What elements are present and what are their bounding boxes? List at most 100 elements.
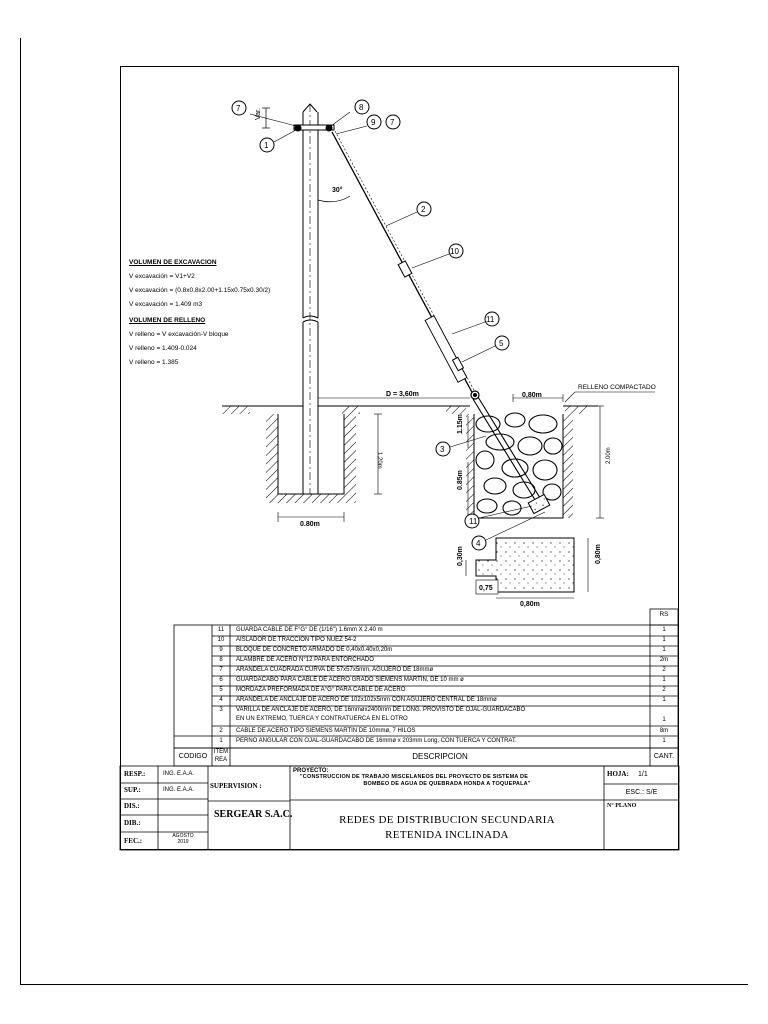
excavation-notes: VOLUMEN DE EXCAVACION V excavación = V1+… [129, 256, 270, 312]
callout-8: 9 [371, 118, 376, 127]
row-item: 6 [219, 677, 223, 683]
row-item: 4 [219, 697, 223, 703]
excavation-line-2: V excavación = (0.8x0.8x2.00+1.15x0.75x0… [129, 287, 271, 294]
row-desc: ARANDELA DE ANCLAJE DE ACERO DE 102x102x… [236, 697, 497, 703]
row-qty: 2m [659, 657, 669, 663]
row-item: 9 [219, 647, 223, 653]
row-desc: VARILLA DE ANCLAJE DE ACERO, DE 16mmøx24… [236, 707, 526, 713]
excavation-title: VOLUMEN DE EXCAVACION [129, 259, 217, 266]
row-qty: 1 [662, 738, 666, 744]
callout-2: 2 [421, 205, 426, 214]
callout-9: 11 [469, 517, 478, 526]
row-item: 8 [219, 657, 223, 663]
anchor-rod [472, 396, 546, 509]
fec-label: FEC.: [124, 837, 143, 845]
row-desc: CABLE DE ACERO TIPO SIEMENS MARTIN DE 10… [236, 728, 416, 734]
dis-label: DIS.: [124, 802, 140, 810]
page-left-rule [20, 38, 21, 984]
row-desc: ARANDELA CUADRADA CURVA DE 57x57x5mm, AG… [236, 667, 434, 673]
sup-value: ING. E.A.A. [163, 787, 195, 793]
descripcion-header: DESCRIPCION [412, 752, 468, 761]
callout-10: 10 [450, 247, 459, 256]
resp-label: RESP.: [124, 770, 146, 778]
hoja-value: 1/1 [638, 771, 648, 778]
depth-200-dim: 2.00m [606, 447, 612, 464]
pole-bolt-assembly: Var. [255, 107, 335, 132]
codigo-header: CODIGO [178, 753, 208, 760]
item-header-label: ITEM [213, 749, 229, 755]
row-desc: BLOQUE DE CONCRETO ARMADO DE 0,40x0.40x0… [236, 647, 393, 653]
fill-line-3: V relleno = 1.385 [129, 359, 179, 366]
plano-label: N° PLANO [607, 803, 637, 809]
d-distance-dim: D = 3,60m [386, 391, 419, 398]
drawing-sheet-frame [120, 66, 679, 850]
callout-1: 1 [264, 141, 269, 150]
fec-value: AGOSTO 2019 [158, 833, 208, 845]
anchor-pit: 1.15m 0.85m 2.00m 0,80m RELLENO COMPACTA… [318, 384, 656, 519]
fill-title: VOLUMEN DE RELLENO [129, 317, 206, 324]
proyecto-line-2: BOMBEO DE AGUA DE QUEBRADA HONDA A TOQUE… [363, 781, 531, 787]
fill-line-2: V relleno = 1.409-0.024 [129, 345, 197, 352]
pole-depth-dim: 1,20m [376, 452, 382, 469]
row-qty: 2 [662, 687, 666, 693]
depth-085-dim: 0.85m [457, 470, 464, 490]
hoja-label: HOJA: [607, 770, 629, 778]
callout-3: 3 [440, 445, 445, 454]
row-qty: 8m [659, 728, 669, 734]
row-desc: AISLADOR DE TRACCION TIPO NUEZ 54-2 [236, 637, 357, 643]
page-bottom-rule [20, 984, 748, 985]
rea-header-label: REA [214, 757, 228, 763]
angle-indicator: 30° [317, 186, 351, 203]
relleno-label: RELLENO COMPACTADO [578, 384, 656, 391]
ground-line [222, 405, 598, 414]
callout-5: 5 [499, 339, 504, 348]
row-qty: 1 [662, 647, 666, 653]
drawing-title-line-1: REDES DE DISTRIBUCION SECUNDARIA [339, 814, 555, 826]
callout-4: 4 [476, 539, 481, 548]
proyecto-line-1: "CONSTRUCCION DE TRABAJO MISCELANEOS DEL… [300, 774, 529, 780]
proyecto-label: PROYECTO: [293, 768, 329, 774]
row-item: 3 [219, 707, 223, 713]
angle-label: 30° [332, 186, 343, 194]
depth-115-dim: 1.15m [457, 414, 464, 434]
supervision-label: SUPERVISION : [210, 782, 262, 790]
block-h-left-dim: 0,30m [457, 546, 464, 566]
pole-pit: 1,20m 0.80m [266, 413, 382, 528]
row-qty: 1 [662, 627, 666, 633]
fill-notes: VOLUMEN DE RELLENO V relleno = V excavac… [129, 314, 229, 370]
callout-7a: 7 [236, 104, 241, 113]
fec-year: 2019 [177, 839, 189, 845]
block-h-right-dim: 0,80m [595, 544, 602, 564]
row-qty: 1 [662, 717, 666, 723]
sup-label: SUP.: [124, 786, 141, 794]
row-item: 7 [219, 667, 223, 673]
compacted-stones [475, 412, 563, 516]
excavation-line-1: V excavación = V1+V2 [129, 273, 195, 280]
table-row: 3 VARILLA DE ANCLAJE DE ACERO, DE 16mmøx2… [212, 707, 678, 727]
row-qty: 1 [662, 677, 666, 683]
row-item: 1 [219, 738, 223, 744]
scale-label: ESC.: S/E [625, 789, 658, 796]
pole-pit-width-dim: 0.80m [300, 521, 320, 528]
block-width-dim: 0,80m [520, 601, 540, 608]
fill-line-1: V relleno = V excavación-V bloque [129, 331, 229, 338]
row-item: 11 [217, 627, 225, 633]
row-qty: 2 [662, 667, 666, 673]
row-desc: GUARDA CABLE DE F°G° DE (1/16") 1.6mm X … [236, 627, 383, 633]
row-qty: 1 [662, 637, 666, 643]
block-w-small-dim: 0,75 [479, 585, 493, 592]
row-desc-line-2: EN UN EXTREMO, TUERCA Y CONTRATUERCA EN … [236, 716, 408, 722]
fec-month: AGOSTO [172, 833, 194, 839]
callout-bubbles: 7 8 1 9 7 2 10 11 5 3 11 4 [231, 99, 546, 551]
dib-label: DIB.: [124, 819, 141, 827]
pole [302, 103, 319, 494]
row-item: 10 [217, 637, 225, 643]
row-qty: 1 [662, 697, 666, 703]
rs-header: RS [659, 611, 669, 618]
row-desc: GUARDACABO PARA CABLE DE ACERO GRADO SIE… [236, 677, 464, 683]
drawing-title-line-2: RETENIDA INCLINADA [385, 829, 509, 841]
callout-6: 7 [390, 118, 395, 127]
callout-11: 11 [486, 315, 495, 324]
guy-wire [331, 130, 480, 400]
